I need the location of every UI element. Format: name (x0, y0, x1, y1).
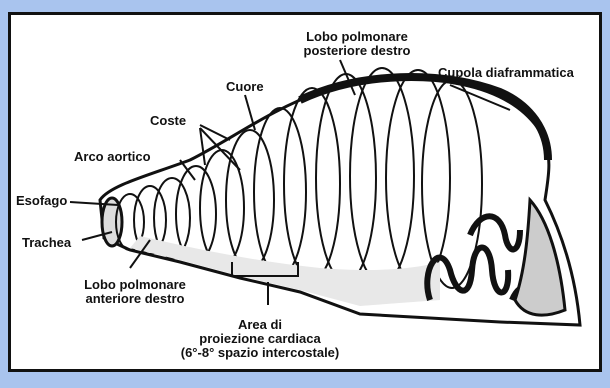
label-trachea: Trachea (22, 236, 71, 250)
label-lobo-anteriore-line2: anteriore destro (70, 292, 200, 306)
label-area-line3: (6°-8° spazio intercostale) (160, 346, 360, 360)
label-cuore: Cuore (226, 80, 264, 94)
label-area-line2: proiezione cardiaca (160, 332, 360, 346)
label-coste: Coste (150, 114, 186, 128)
label-lobo-posteriore-line2: posteriore destro (262, 44, 452, 58)
label-esofago: Esofago (16, 194, 67, 208)
label-lobo-anteriore: Lobo polmonare anteriore destro (70, 278, 200, 306)
label-lobo-posteriore-line1: Lobo polmonare (262, 30, 452, 44)
label-area-line1: Area di (160, 318, 360, 332)
label-area-cardiaca: Area di proiezione cardiaca (6°-8° spazi… (160, 318, 360, 360)
label-lobo-posteriore: Lobo polmonare posteriore destro (262, 30, 452, 58)
label-cupola: Cupola diaframmatica (438, 66, 574, 80)
label-lobo-anteriore-line1: Lobo polmonare (70, 278, 200, 292)
label-arco-aortico: Arco aortico (74, 150, 151, 164)
